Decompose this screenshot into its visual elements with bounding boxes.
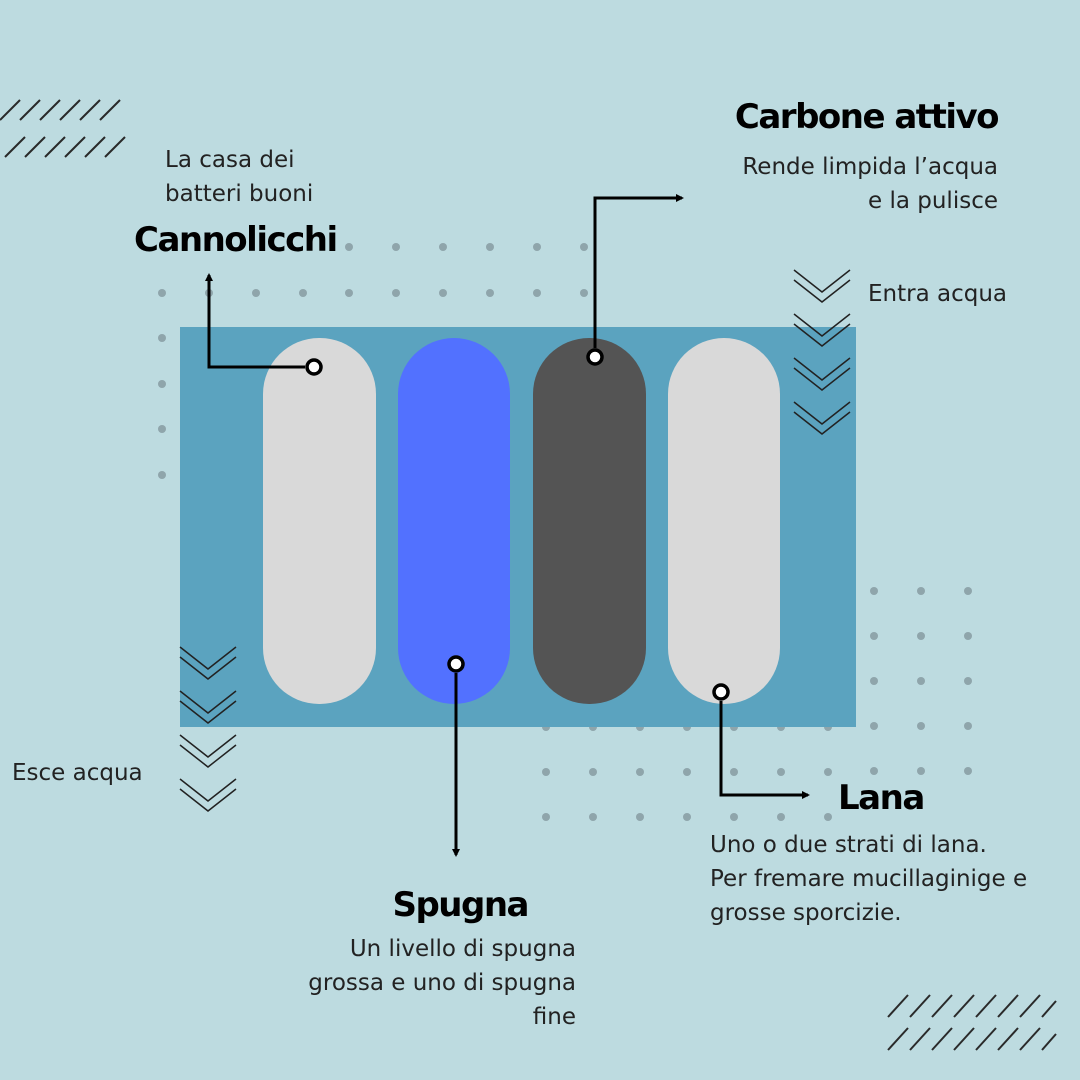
decor-dot [777, 768, 785, 776]
decor-dot [636, 813, 644, 821]
decor-dot [917, 767, 925, 775]
title-spugna: Spugna [392, 885, 529, 925]
decor-dot [917, 677, 925, 685]
decor-dot [580, 289, 588, 297]
decor-dot [683, 813, 691, 821]
filter-lana [668, 338, 780, 704]
desc-cannolicchi-line: La casa dei [165, 147, 295, 173]
desc-carbone-line: e la pulisce [868, 188, 998, 214]
chevrons-in [793, 269, 851, 435]
connector-cannolicchi [205, 273, 305, 369]
desc-spugna: Un livello di spugna grossa e uno di spu… [308, 932, 576, 1034]
decor-dot [252, 289, 260, 297]
decor-dot [158, 425, 166, 433]
title-lana: Lana [838, 778, 925, 818]
decor-dot [542, 768, 550, 776]
decor-dot [542, 813, 550, 821]
hatch-bottom-right [887, 994, 1057, 1051]
decor-dot [533, 289, 541, 297]
desc-carbone: Rende limpida l’acqua e la pulisce [742, 150, 998, 218]
filter-cannolicchi [263, 338, 376, 704]
connectors [205, 194, 810, 857]
decor-dot [392, 243, 400, 251]
decor-dot [730, 768, 738, 776]
decor-dot [870, 587, 878, 595]
decor-dot [870, 722, 878, 730]
decor-dot [158, 334, 166, 342]
desc-cannolicchi: La casa dei batteri buoni [165, 143, 313, 211]
title-carbone: Carbone attivo [734, 97, 1000, 137]
dot-grid-bottom-right [542, 587, 972, 821]
decor-dot [683, 768, 691, 776]
endpoint-cannolicchi [305, 358, 323, 376]
dot-grid-left [158, 289, 307, 479]
hatch-top-left [0, 99, 126, 158]
decor-dot [824, 813, 832, 821]
connector-lana [719, 701, 810, 799]
dot-grid-top [345, 243, 588, 297]
decor-dot [917, 587, 925, 595]
decor-dot [964, 587, 972, 595]
decor-dot [964, 722, 972, 730]
decor-dot [589, 813, 597, 821]
decor-dot [580, 243, 588, 251]
decor-dot [345, 289, 353, 297]
desc-spugna-line: Un livello di spugna [349, 936, 576, 962]
label-entra-acqua: Entra acqua [868, 281, 1007, 307]
title-cannolicchi: Cannolicchi [134, 220, 338, 260]
decor-dot [439, 243, 447, 251]
decor-dot [870, 677, 878, 685]
decor-dot [870, 767, 878, 775]
decor-dot [964, 677, 972, 685]
chevrons-out [179, 646, 237, 812]
desc-lana: Uno o due strati di lana. Per fremare mu… [710, 828, 1027, 930]
label-esce-acqua: Esce acqua [12, 760, 143, 786]
decor-dot [917, 632, 925, 640]
decor-dot [345, 243, 353, 251]
connector-endpoints [305, 348, 730, 701]
decor-dot [824, 768, 832, 776]
decor-dot [636, 768, 644, 776]
desc-lana-line: Uno o due strati di lana. [710, 832, 987, 858]
decor-dot [299, 289, 307, 297]
decor-dot [158, 380, 166, 388]
filter-carbone [533, 338, 646, 704]
decor-dot [533, 243, 541, 251]
filter-spugna [398, 338, 510, 704]
decor-dot [730, 813, 738, 821]
decor-dot [589, 768, 597, 776]
decor-dot [777, 813, 785, 821]
endpoint-carbone [586, 348, 604, 366]
desc-cannolicchi-line: batteri buoni [165, 181, 314, 207]
decor-dot [870, 632, 878, 640]
decor-dot [486, 289, 494, 297]
desc-lana-line: grosse sporcizie. [710, 900, 902, 926]
decor-dot [158, 289, 166, 297]
decor-dot [486, 243, 494, 251]
decor-dot [964, 632, 972, 640]
decor-dot [158, 471, 166, 479]
desc-lana-line: Per fremare mucillaginige e [710, 866, 1028, 892]
decor-dot [439, 289, 447, 297]
desc-spugna-line: fine [532, 1004, 576, 1030]
endpoint-spugna [447, 655, 465, 673]
decor-dot [964, 767, 972, 775]
endpoint-lana [712, 683, 730, 701]
desc-carbone-line: Rende limpida l’acqua [742, 154, 998, 180]
connector-carbone [593, 194, 684, 348]
decor-dot [917, 722, 925, 730]
decor-dot [392, 289, 400, 297]
desc-spugna-line: grossa e uno di spugna [308, 970, 576, 996]
